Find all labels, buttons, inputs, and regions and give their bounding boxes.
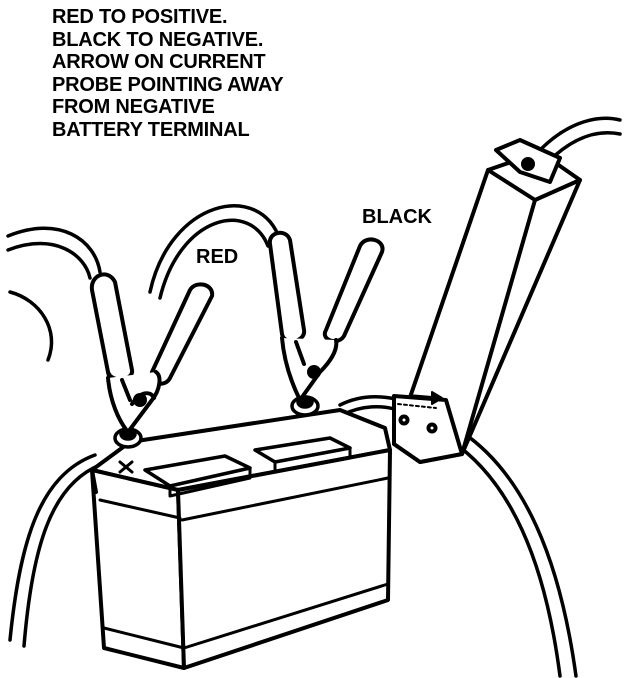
instruction-line-6: BATTERY TERMINAL (52, 118, 250, 141)
battery (90, 408, 392, 670)
instruction-text: RED TO POSITIVE. BLACK TO NEGATIVE. ARRO… (52, 6, 284, 141)
red-clamp (89, 272, 215, 434)
negative-mark (118, 460, 134, 474)
instruction-line-2: BLACK TO NEGATIVE. (52, 28, 264, 51)
instruction-line-4: PROBE POINTING AWAY (52, 73, 284, 96)
black-clamp-label: BLACK (362, 206, 432, 228)
probe-direction-arrow-icon (412, 391, 443, 405)
instruction-line-1: RED TO POSITIVE. (52, 6, 228, 28)
red-clamp-label: RED (196, 246, 239, 268)
instruction-line-5: FROM NEGATIVE (52, 96, 215, 118)
instruction-line-3: ARROW ON CURRENT (52, 51, 266, 73)
black-clamp (267, 230, 385, 402)
current-probe (392, 138, 582, 464)
cables (6, 116, 622, 678)
